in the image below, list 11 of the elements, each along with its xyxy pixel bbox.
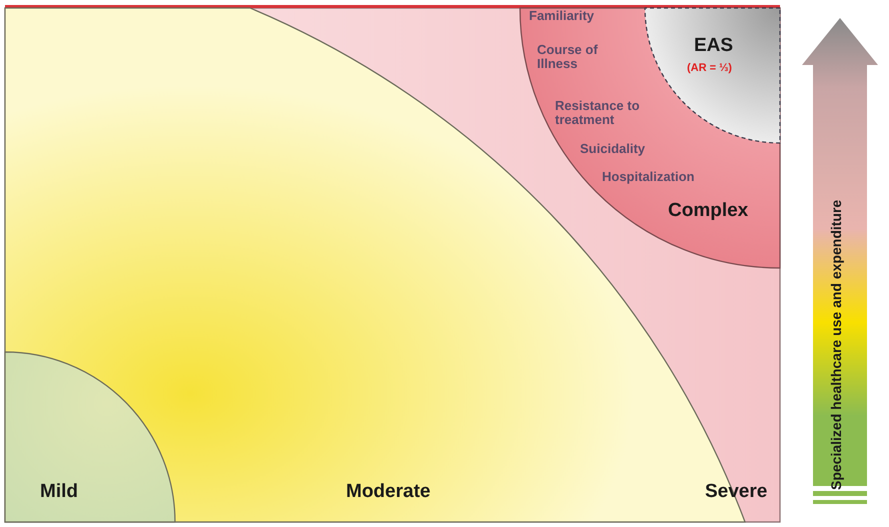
factor-label: Familiarity xyxy=(529,9,594,24)
severity-label: Mild xyxy=(40,482,78,503)
factor-label: Hospitalization xyxy=(602,170,694,184)
factor-label: Resistance to treatment xyxy=(555,99,641,128)
severity-label: Complex xyxy=(668,201,748,222)
eas-label: EAS xyxy=(694,36,734,57)
factor-label: Course of Illness xyxy=(537,43,599,72)
severity-label: Moderate xyxy=(346,482,430,503)
factor-label: Suicidality xyxy=(580,142,646,156)
axis-label: Specialized healthcare use and expenditure xyxy=(829,198,844,490)
ratio-label: (AR = ⅓) xyxy=(687,62,732,74)
